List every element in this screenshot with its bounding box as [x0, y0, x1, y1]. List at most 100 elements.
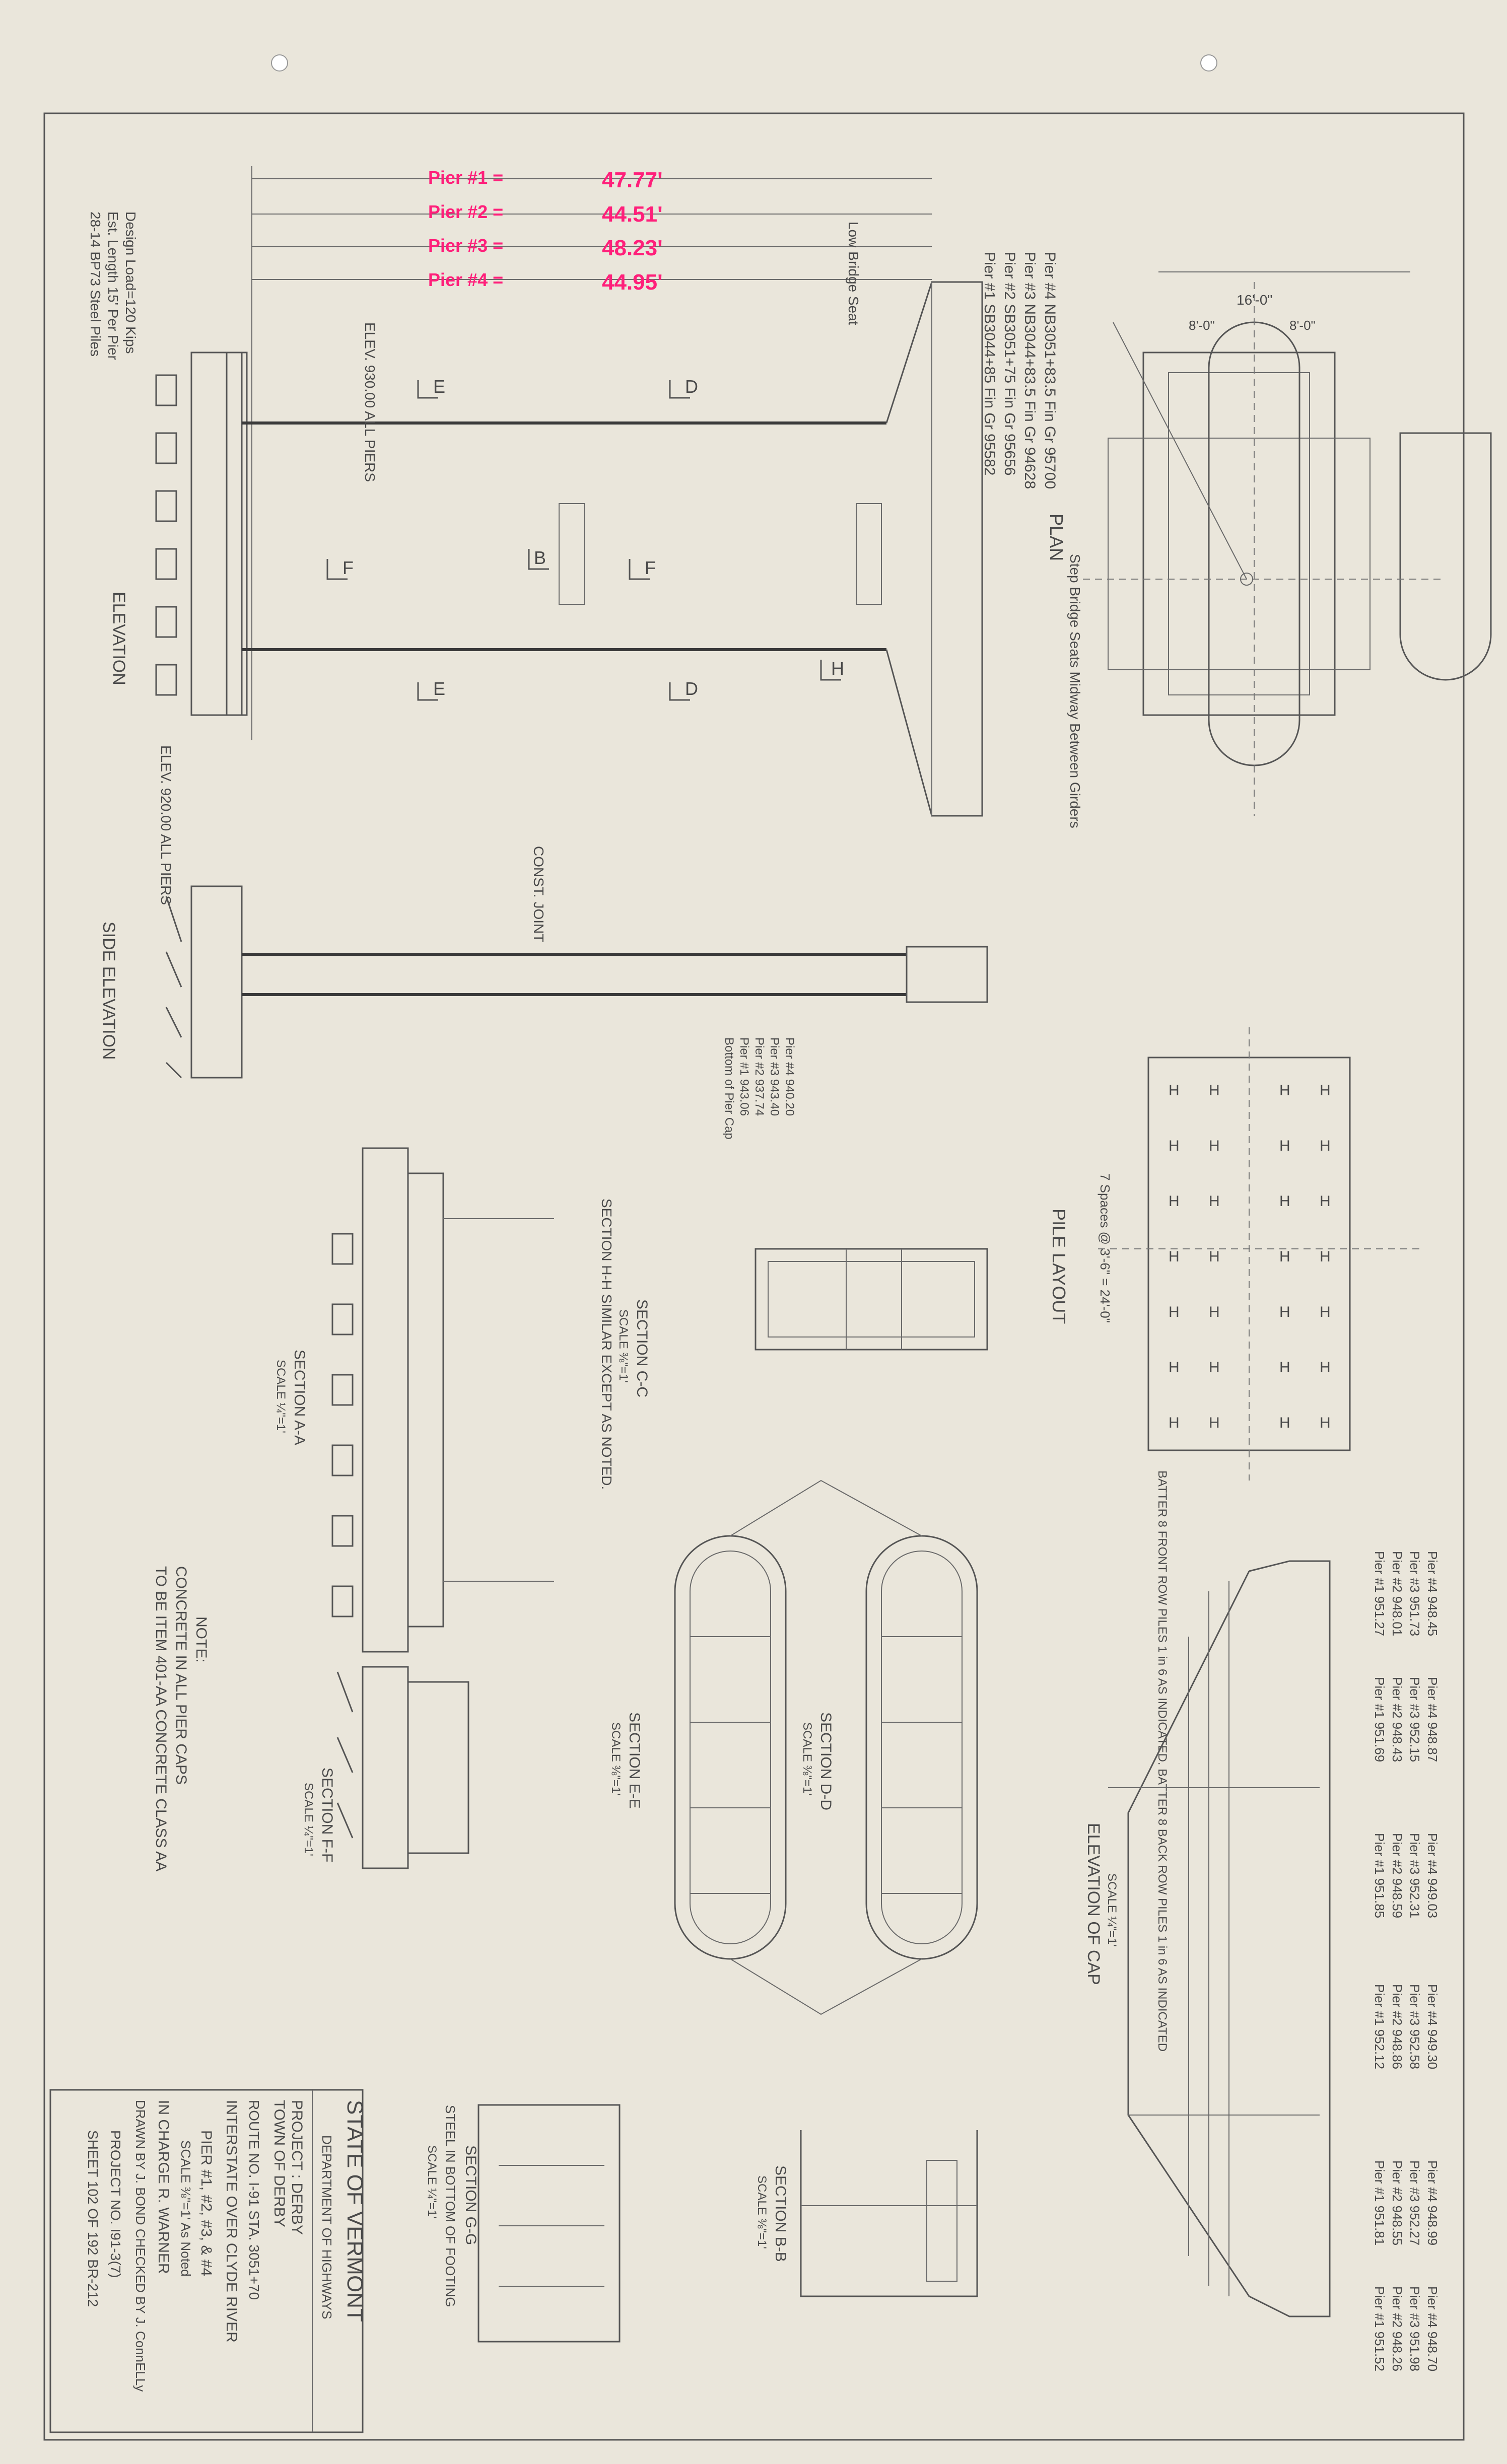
svg-text:H: H: [1279, 1304, 1290, 1320]
svg-text:Pier #2 948.01: Pier #2 948.01: [1390, 1551, 1405, 1636]
elev-bottom-note: ELEV. 920.00 ALL PIERS: [158, 745, 174, 905]
svg-text:H: H: [1279, 1359, 1290, 1376]
pile-note-3: Design Load=120 Kips: [123, 212, 139, 354]
svg-text:Pier #2 948.59: Pier #2 948.59: [1390, 1833, 1405, 1918]
svg-text:H: H: [1169, 1193, 1180, 1210]
svg-text:SIDE ELEVATION: SIDE ELEVATION: [99, 922, 118, 1060]
svg-text:H: H: [1320, 1082, 1331, 1099]
const-joint-note: CONST. JOINT: [531, 846, 546, 942]
section-cc-view: SECTION C-C SCALE ⅜"=1' SECTION H-H SIMI…: [599, 1037, 988, 1490]
title-state: STATE OF VERMONT: [342, 2100, 367, 2322]
svg-text:SECTION H-H SIMILAR EXCEPT AS: SECTION H-H SIMILAR EXCEPT AS NOTED.: [599, 1199, 614, 1490]
svg-text:Pier #4 NB3051+83.5 Fin Gr 957: Pier #4 NB3051+83.5 Fin Gr 95700: [1042, 252, 1058, 489]
svg-text:Pier #3 952.27: Pier #3 952.27: [1407, 2160, 1422, 2245]
svg-text:H: H: [1209, 1304, 1220, 1320]
title-pier: PIER #1, #2, #3, & #4: [198, 2130, 215, 2276]
pile-note-1: 28-14 BP73 Steel Piles: [88, 212, 103, 357]
pier-2-length: 44.51': [602, 202, 663, 227]
svg-text:H: H: [1279, 1248, 1290, 1265]
svg-text:SECTION E-E: SECTION E-E: [626, 1712, 643, 1809]
svg-text:H: H: [1320, 1304, 1331, 1320]
svg-text:Pier #4 949.03: Pier #4 949.03: [1425, 1833, 1440, 1918]
section-aa-view: SECTION A-A SCALE ¼"=1': [274, 1147, 554, 1653]
title-interstate: INTERSTATE OVER CLYDE RIVER: [223, 2100, 240, 2343]
svg-text:ELEVATION OF CAP: ELEVATION OF CAP: [1084, 1823, 1103, 1985]
svg-text:NOTE:: NOTE:: [193, 1616, 210, 1663]
svg-text:Pier #3 943.40: Pier #3 943.40: [768, 1037, 781, 1116]
svg-text:H: H: [1279, 1415, 1290, 1431]
svg-text:H: H: [1279, 1193, 1290, 1210]
svg-text:H: H: [1209, 1248, 1220, 1265]
svg-text:H: H: [1209, 1415, 1220, 1431]
title-in-charge: IN CHARGE R. WARNER: [155, 2100, 172, 2274]
svg-text:Pier #2 948.26: Pier #2 948.26: [1390, 2286, 1405, 2371]
svg-text:SCALE ¼"=1': SCALE ¼"=1': [274, 1360, 288, 1433]
svg-text:H: H: [1169, 1304, 1180, 1320]
svg-text:H: H: [1320, 1193, 1331, 1210]
pier-3-length: 48.23': [602, 236, 663, 260]
title-project-no: PROJECT NO. I91-3(7): [108, 2130, 123, 2278]
svg-text:CONCRETE IN ALL PIER CAPS: CONCRETE IN ALL PIER CAPS: [173, 1566, 189, 1785]
svg-text:7 Spaces @ 3'-6" = 24'-0": 7 Spaces @ 3'-6" = 24'-0": [1098, 1173, 1113, 1323]
pier-2-label: Pier #2 =: [428, 201, 503, 222]
svg-text:STEEL IN BOTTOM OF FOOTING: STEEL IN BOTTOM OF FOOTING: [443, 2105, 458, 2307]
svg-text:Pier #2 937.74: Pier #2 937.74: [752, 1037, 766, 1116]
svg-text:H: H: [1169, 1359, 1180, 1376]
title-town: TOWN OF DERBY: [271, 2100, 288, 2227]
svg-text:Pier #2 SB3051+75 Fin Gr 95656: Pier #2 SB3051+75 Fin Gr 95656: [1001, 252, 1018, 475]
svg-text:SCALE ¼"=1': SCALE ¼"=1': [302, 1783, 315, 1856]
svg-text:Pier #4 948.99: Pier #4 948.99: [1425, 2160, 1440, 2245]
svg-text:SECTION C-C: SECTION C-C: [634, 1299, 650, 1397]
svg-text:H: H: [1209, 1082, 1220, 1099]
svg-text:SECTION A-A: SECTION A-A: [291, 1350, 308, 1445]
section-bb-view: SECTION B-B SCALE ⅜"=1': [755, 2130, 978, 2297]
svg-text:PILE LAYOUT: PILE LAYOUT: [1049, 1209, 1069, 1324]
svg-text:H: H: [1279, 1138, 1290, 1154]
title-block: STATE OF VERMONT DEPARTMENT OF HIGHWAYS …: [49, 2089, 367, 2433]
svg-text:H: H: [1169, 1248, 1180, 1265]
title-department: DEPARTMENT OF HIGHWAYS: [319, 2135, 334, 2319]
punch-hole: [271, 54, 288, 72]
svg-text:Pier #1 951.85: Pier #1 951.85: [1372, 1833, 1387, 1918]
svg-text:Pier #1 952.12: Pier #1 952.12: [1372, 1984, 1387, 2069]
low-bridge-seat-note: Low Bridge Seat: [846, 222, 861, 325]
title-route: ROUTE NO. I-91 STA. 3051+70: [246, 2100, 262, 2300]
svg-text:H: H: [1169, 1082, 1180, 1099]
svg-text:Pier #2 948.55: Pier #2 948.55: [1390, 2160, 1405, 2245]
svg-text:Pier #1 951.81: Pier #1 951.81: [1372, 2160, 1387, 2245]
elevation-title: ELEVATION: [109, 592, 128, 685]
svg-text:Pier #3 951.73: Pier #3 951.73: [1407, 1551, 1422, 1636]
svg-text:H: H: [1279, 1082, 1290, 1099]
svg-text:H: H: [1169, 1415, 1180, 1431]
svg-text:Pier #1 951.69: Pier #1 951.69: [1372, 1677, 1387, 1762]
svg-text:SCALE ¼"=1': SCALE ¼"=1': [1105, 1873, 1119, 1947]
svg-text:H: H: [1320, 1248, 1331, 1265]
side-elevation-view: SIDE ELEVATION: [99, 885, 988, 1079]
svg-text:Pier #4 940.20: Pier #4 940.20: [783, 1037, 796, 1116]
svg-text:B: B: [534, 547, 546, 568]
svg-text:SCALE ¼"=1': SCALE ¼"=1': [425, 2145, 439, 2219]
svg-text:SCALE ⅜"=1': SCALE ⅜"=1': [616, 1309, 630, 1383]
title-scale: SCALE ⅜"=1' As Noted: [178, 2140, 193, 2277]
svg-text:Pier #1 951.52: Pier #1 951.52: [1372, 2286, 1387, 2371]
pier-4-length: 44.95': [602, 270, 663, 295]
pier-1-length: 47.77': [602, 168, 663, 192]
pier-4-label: Pier #4 =: [428, 269, 503, 290]
svg-text:Bottom of Pier Cap: Bottom of Pier Cap: [722, 1037, 736, 1140]
section-ff-view: SECTION F-F SCALE ¼"=1': [302, 1666, 469, 1869]
svg-text:8'-0": 8'-0": [1189, 318, 1215, 333]
svg-text:Step Bridge Seats Midway Betwe: Step Bridge Seats Midway Between Girders: [1067, 554, 1083, 828]
svg-text:Pier #3 952.31: Pier #3 952.31: [1407, 1833, 1422, 1918]
svg-text:H: H: [1209, 1359, 1220, 1376]
pier-3-label: Pier #3 =: [428, 235, 503, 256]
svg-text:TO BE ITEM 401-AA CONCRETE CLA: TO BE ITEM 401-AA CONCRETE CLASS AA: [153, 1566, 169, 1871]
plan-view: PLAN Step Bridge Seats Midway Between Gi…: [1046, 271, 1492, 828]
svg-text:Pier #2 948.86: Pier #2 948.86: [1390, 1984, 1405, 2069]
svg-text:Pier #1 951.27: Pier #1 951.27: [1372, 1551, 1387, 1636]
svg-text:H: H: [1209, 1138, 1220, 1154]
svg-text:H: H: [1320, 1138, 1331, 1154]
svg-text:SECTION D-D: SECTION D-D: [817, 1712, 834, 1810]
